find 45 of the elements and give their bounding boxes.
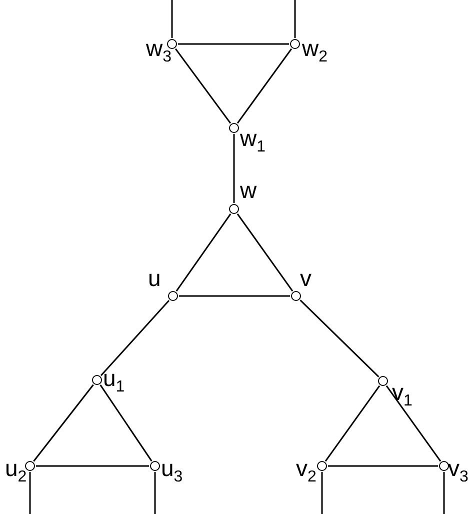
graph-edge — [176, 213, 232, 292]
vertex-label: v$_{2}$ — [296, 456, 316, 488]
graph-edge — [171, 0, 173, 38]
graph-edge — [100, 384, 152, 462]
vertex-circle — [228, 122, 238, 132]
graph-edge — [300, 300, 380, 378]
graph-edge — [179, 295, 290, 297]
graph-edge — [321, 472, 323, 514]
graph-edge — [178, 43, 289, 45]
graph-edge — [29, 472, 31, 514]
vertex-label: w$_{3}$ — [146, 36, 172, 68]
vertex-label: u$_{1}$ — [103, 366, 125, 398]
graph-edge — [100, 300, 170, 376]
vertex-circle — [316, 460, 326, 470]
vertex-label: w$_{2}$ — [302, 36, 328, 68]
graph-edge — [154, 472, 156, 514]
graph-edge — [36, 465, 149, 467]
graph-edge — [386, 385, 442, 462]
vertex-label: u$_{3}$ — [161, 456, 183, 488]
vertex-label: w — [240, 178, 257, 202]
vertex-circle — [228, 204, 238, 214]
vertex-circle — [92, 374, 102, 384]
graph-edge — [233, 134, 235, 203]
vertex-circle — [166, 38, 176, 48]
vertex-circle — [290, 38, 300, 48]
graph-edge — [443, 472, 445, 514]
vertex-label: u$_{2}$ — [5, 456, 27, 488]
graph-edge — [33, 384, 94, 462]
vertex-label: v$_{1}$ — [392, 380, 412, 412]
vertex-circle — [150, 460, 160, 470]
vertex-circle — [378, 376, 388, 386]
vertex-circle — [438, 460, 448, 470]
vertex-label: w$_{1}$ — [240, 126, 266, 158]
vertex-circle — [168, 290, 178, 300]
graph-edge — [324, 385, 380, 462]
graph-edge — [236, 213, 294, 292]
vertex-label: v — [300, 266, 312, 290]
graph-edge — [174, 48, 232, 124]
vertex-circle — [24, 460, 34, 470]
graph-edge — [236, 48, 292, 124]
vertex-label: v$_{3}$ — [448, 456, 468, 488]
vertex-label: u — [148, 266, 161, 290]
graph-edge — [328, 465, 438, 467]
vertex-circle — [290, 290, 300, 300]
graph-edge — [294, 0, 296, 38]
